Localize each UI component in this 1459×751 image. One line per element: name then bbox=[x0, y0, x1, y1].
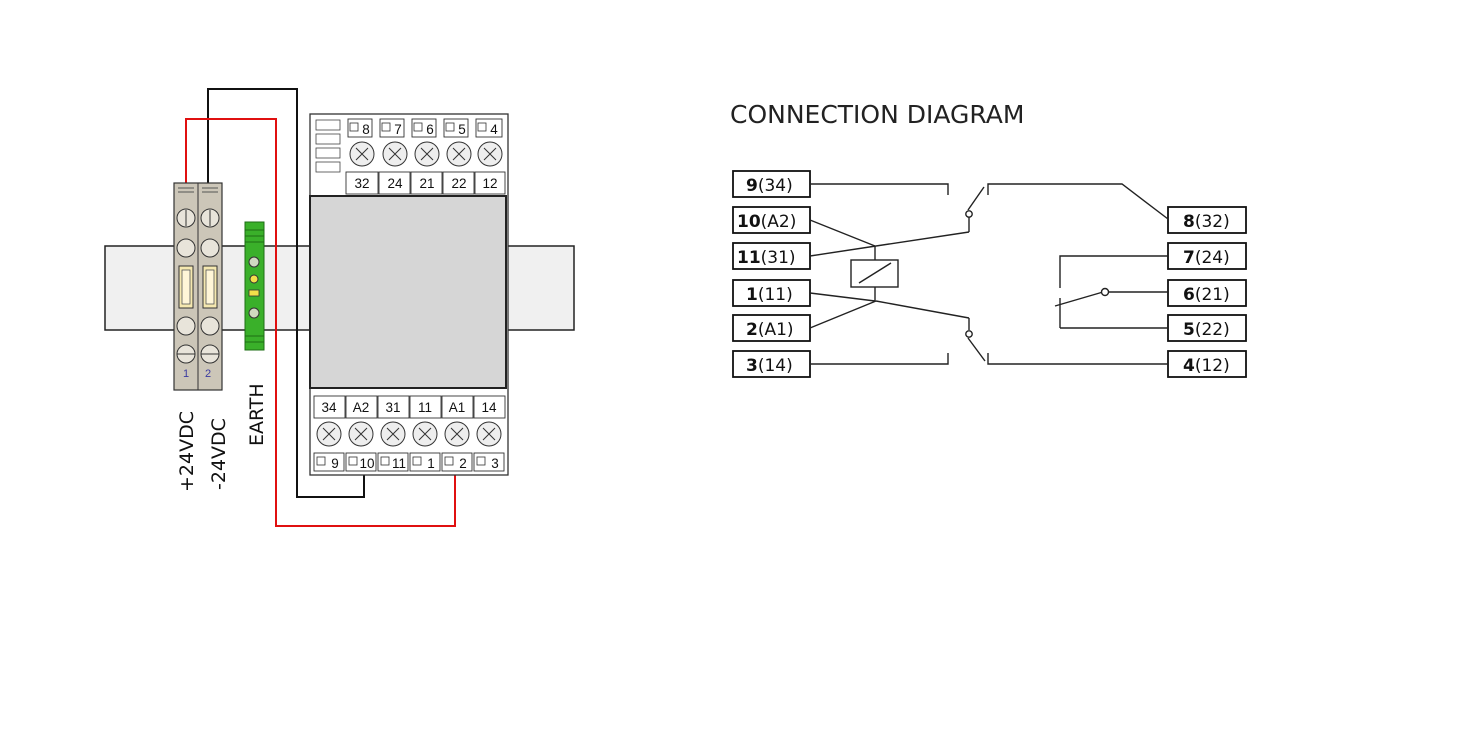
terminal-8-num: 8 bbox=[1183, 212, 1195, 232]
svg-text:4(12): 4(12) bbox=[1183, 356, 1230, 376]
earth-terminal bbox=[244, 221, 265, 351]
label-minus-24vdc: -24VDC bbox=[208, 418, 230, 490]
power-terminal-block: 1 2 bbox=[173, 182, 223, 391]
wire-positive bbox=[185, 118, 456, 527]
wire-negative bbox=[207, 88, 365, 498]
terminal-1-num: 1 bbox=[746, 285, 758, 305]
svg-text:11(31): 11(31) bbox=[737, 248, 796, 268]
schematic-left-terminals: 9(34) 10(A2) 11(31) 1(11) 2(A1) 3(14) bbox=[732, 170, 811, 378]
relay-bottom-terminal-11: 11 bbox=[418, 400, 432, 415]
schematic-lines bbox=[809, 183, 1169, 365]
relay-bottom-small-9: 9 bbox=[331, 456, 339, 471]
relay-bottom-terminal-14: 14 bbox=[481, 400, 497, 415]
svg-text:3(14): 3(14) bbox=[746, 356, 793, 376]
terminal-3-label: (14) bbox=[758, 356, 793, 376]
relay-bottom-small-2: 2 bbox=[459, 456, 467, 471]
relay-bottom-terminal-34: 34 bbox=[321, 400, 337, 415]
relay-bottom-small-3: 3 bbox=[491, 456, 499, 471]
relay-top-small-8: 8 bbox=[362, 122, 370, 137]
terminal-10-num: 10 bbox=[737, 212, 761, 232]
svg-text:8(32): 8(32) bbox=[1183, 212, 1230, 232]
svg-text:10(A2): 10(A2) bbox=[737, 212, 796, 232]
relay-top-small-7: 7 bbox=[394, 122, 402, 137]
terminal-4-label: (12) bbox=[1195, 356, 1230, 376]
relay-bottom-terminal-a2: A2 bbox=[353, 400, 370, 415]
svg-text:6(21): 6(21) bbox=[1183, 285, 1230, 305]
relay-top-small-4: 4 bbox=[490, 122, 498, 137]
terminal-4-num: 4 bbox=[1183, 356, 1195, 376]
relay-top-small-6: 6 bbox=[426, 122, 434, 137]
terminal-6-num: 6 bbox=[1183, 285, 1195, 305]
label-plus-24vdc: +24VDC bbox=[176, 411, 198, 492]
svg-text:7(24): 7(24) bbox=[1183, 248, 1230, 268]
relay-top-terminal-22: 22 bbox=[451, 176, 466, 191]
terminal-8-label: (32) bbox=[1195, 212, 1230, 232]
relay-top-terminal-21: 21 bbox=[419, 176, 434, 191]
terminal-6-label: (21) bbox=[1195, 285, 1230, 305]
relay-bottom-small-1: 1 bbox=[427, 456, 435, 471]
terminal-3-num: 3 bbox=[746, 356, 758, 376]
relay-top-terminal-12: 12 bbox=[482, 176, 497, 191]
relay-bottom-terminal-a1: A1 bbox=[449, 400, 466, 415]
terminal-5-label: (22) bbox=[1195, 320, 1230, 340]
terminal-2-num: 2 bbox=[746, 320, 758, 340]
svg-text:2(A1): 2(A1) bbox=[746, 320, 794, 340]
terminal-11-num: 11 bbox=[737, 248, 761, 268]
label-earth: EARTH bbox=[246, 383, 268, 446]
terminal-10-label: (A2) bbox=[761, 212, 797, 232]
relay-top-small-5: 5 bbox=[458, 122, 466, 137]
terminal-9-label: (34) bbox=[758, 176, 793, 196]
relay-bottom-small-11: 11 bbox=[392, 456, 406, 471]
terminal-5-num: 5 bbox=[1183, 320, 1195, 340]
relay-body bbox=[309, 195, 507, 389]
terminal-1-label: (11) bbox=[758, 285, 793, 305]
terminal-11-label: (31) bbox=[761, 248, 796, 268]
svg-text:9(34): 9(34) bbox=[746, 176, 793, 196]
relay-top-terminal-32: 32 bbox=[354, 176, 369, 191]
terminal-2-label: (A1) bbox=[758, 320, 794, 340]
relay-top-terminal-24: 24 bbox=[387, 176, 403, 191]
svg-text:1(11): 1(11) bbox=[746, 285, 793, 305]
relay-bottom-small-10: 10 bbox=[359, 456, 374, 471]
relay-bottom-terminal-31: 31 bbox=[385, 400, 400, 415]
schematic-right-terminals: 8(32) 7(24) 6(21) 5(22) 4(12) bbox=[1167, 206, 1247, 378]
svg-text:5(22): 5(22) bbox=[1183, 320, 1230, 340]
power-terminal-number-1: 1 bbox=[183, 368, 189, 380]
terminal-7-num: 7 bbox=[1183, 248, 1195, 268]
terminal-9-num: 9 bbox=[746, 176, 758, 196]
power-terminal-number-2: 2 bbox=[205, 368, 211, 380]
diagram-title: CONNECTION DIAGRAM bbox=[730, 100, 1024, 129]
terminal-7-label: (24) bbox=[1195, 248, 1230, 268]
relay-module: 8 7 6 5 4 32 24 bbox=[309, 113, 509, 476]
